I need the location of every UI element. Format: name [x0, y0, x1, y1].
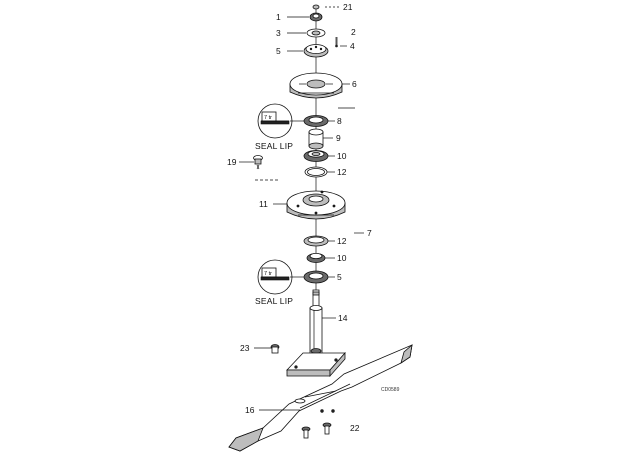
- label-10-upper: 10: [337, 151, 347, 161]
- label-10-lower: 10: [337, 253, 347, 263]
- part-5-top-cap: [303, 44, 329, 58]
- label-22: 22: [350, 423, 360, 433]
- label-4: 4: [350, 41, 355, 51]
- part-10-bearing-lower: [306, 252, 326, 263]
- part-11-housing: [286, 190, 346, 220]
- label-11: 11: [259, 199, 268, 209]
- label-5-top: 5: [276, 46, 281, 56]
- label-9: 9: [336, 133, 341, 143]
- part-19-grease-fitting: [253, 155, 263, 170]
- label-12-upper: 12: [337, 167, 347, 177]
- part-21-cap: [312, 4, 320, 10]
- part-6-pulley: [289, 72, 343, 99]
- part-16-blade: [228, 343, 413, 452]
- zoom-top-label: 7 tr: [264, 115, 272, 121]
- part-23-bolt: [270, 344, 280, 354]
- seal-lip-detail-top: 7 tr SEAL LIP: [255, 103, 304, 151]
- part-22-blade-bolts: [301, 422, 332, 439]
- part-2-pin: [335, 37, 338, 48]
- label-7: 7: [367, 228, 372, 238]
- label-23: 23: [240, 343, 250, 353]
- blade-adapter-plate: [286, 351, 346, 378]
- label-5-lower: 5: [337, 272, 342, 282]
- drawing-code: CD0589: [381, 387, 400, 393]
- part-12-snap-ring-upper: [304, 166, 328, 178]
- part-12-snap-ring-lower: [303, 235, 329, 247]
- part-9-spacer: [308, 128, 324, 150]
- label-21: 21: [343, 2, 353, 12]
- label-2: 2: [351, 27, 356, 37]
- label-1: 1: [276, 12, 281, 22]
- label-8: 8: [337, 116, 342, 126]
- seal-lip-label-bottom: SEAL LIP: [255, 296, 293, 306]
- zoom-bottom-label: 7 tr: [264, 271, 272, 277]
- leader-lines: [239, 6, 364, 411]
- part-3-washer: [306, 28, 326, 38]
- label-3: 3: [276, 28, 281, 38]
- label-6: 6: [352, 79, 357, 89]
- part-5-seal-lower: [303, 270, 329, 284]
- label-14: 14: [338, 313, 348, 323]
- part-number-labels: 1 21 3 2 5 4 6 8 9 10 12 19 11 7 12 10 5…: [227, 2, 400, 433]
- seal-lip-detail-bottom: 7 tr SEAL LIP: [255, 259, 304, 306]
- seal-lip-label-top: SEAL LIP: [255, 141, 293, 151]
- label-12-lower: 12: [337, 236, 347, 246]
- part-8-seal: [303, 115, 329, 127]
- label-16: 16: [245, 405, 255, 415]
- part-1-nut: [309, 12, 323, 22]
- label-19: 19: [227, 157, 237, 167]
- part-10-bearing-upper: [303, 150, 329, 162]
- part-14-spindle: [309, 289, 323, 355]
